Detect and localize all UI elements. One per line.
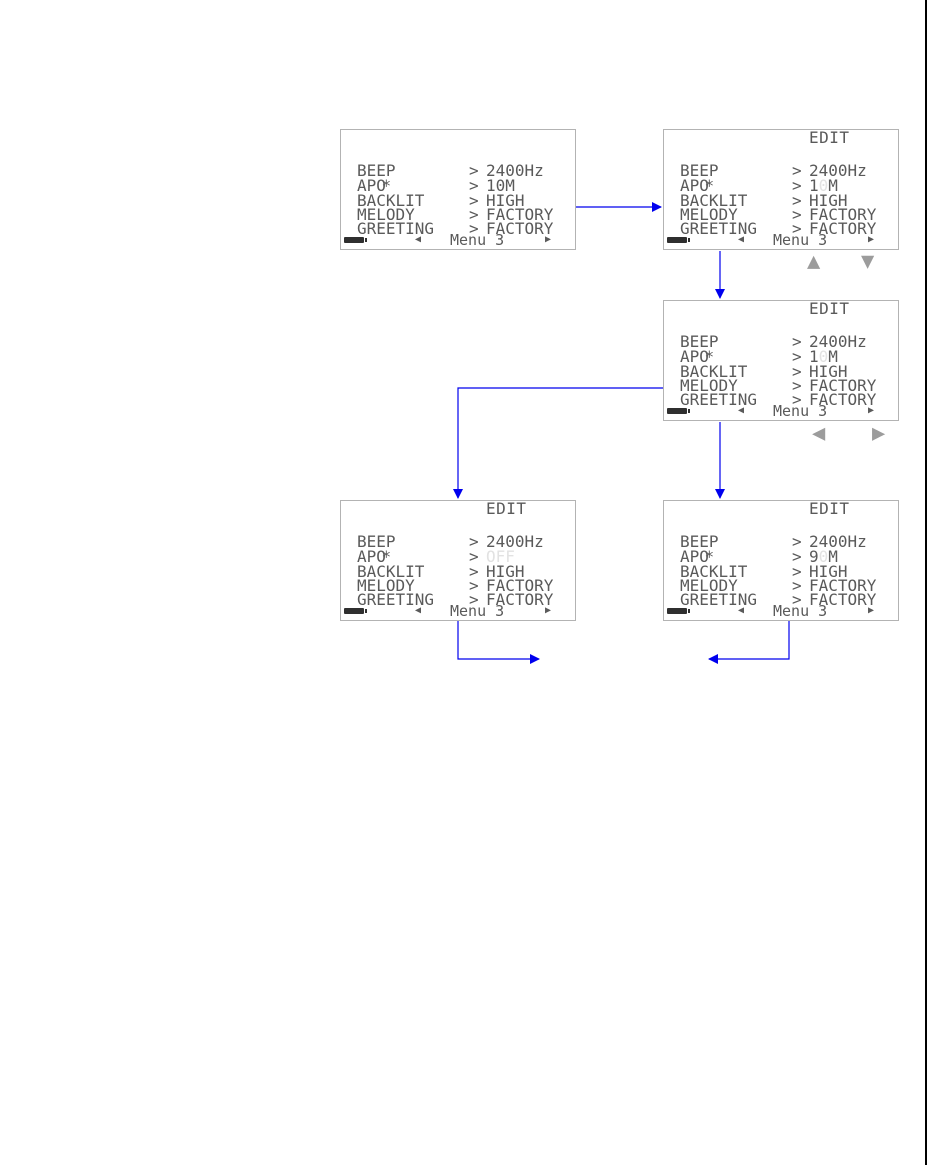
row-greeting: GREETING>FACTORY xyxy=(357,219,554,238)
arrow-to-off xyxy=(453,387,663,499)
row-greeting: GREETING>FACTORY xyxy=(357,590,554,609)
row-greeting: GREETING>FACTORY xyxy=(680,390,877,409)
row-melody: MELODY>FACTORY xyxy=(680,576,877,595)
nav-right-icon: ▶ xyxy=(545,605,552,616)
edit-label: EDIT xyxy=(809,128,850,147)
page-edge-rule xyxy=(925,0,927,1165)
edit-label: EDIT xyxy=(809,299,850,318)
edit-label: EDIT xyxy=(486,499,527,518)
nav-left-icon: ◀ xyxy=(738,605,745,616)
lcd-screen-menu3: BEEP>2400Hz *APO>10M BACKLIT>HIGH MELODY… xyxy=(340,129,576,250)
nav-right-icon: ▶ xyxy=(868,605,875,616)
row-greeting: GREETING>FACTORY xyxy=(680,590,877,609)
row-apo: *APO>10M xyxy=(680,176,838,195)
row-beep: BEEP>2400Hz xyxy=(680,161,867,180)
blinking-digit: 0 xyxy=(818,176,829,195)
row-greeting: GREETING>FACTORY xyxy=(680,219,877,238)
lcd-screen-edit-2: EDIT BEEP>2400Hz *APO>10M BACKLIT>HIGH M… xyxy=(663,300,899,421)
row-beep: BEEP>2400Hz xyxy=(357,532,544,551)
row-melody: MELODY>FACTORY xyxy=(680,205,877,224)
lcd-screen-edit-1: EDIT BEEP>2400Hz *APO>10M BACKLIT>HIGH M… xyxy=(663,129,899,250)
row-apo: *APO>90M xyxy=(680,547,838,566)
up-key-icon: ▲ xyxy=(807,249,821,274)
row-backlit: BACKLIT>HIGH xyxy=(680,191,848,210)
nav-left-icon: ◀ xyxy=(738,234,745,245)
blinking-value: OFF xyxy=(486,547,515,566)
battery-icon xyxy=(667,608,690,614)
left-key-icon: ◀ xyxy=(812,421,826,446)
row-apo: *APO>OFF xyxy=(357,547,515,566)
row-backlit: BACKLIT>HIGH xyxy=(357,191,525,210)
arrow-90m-out xyxy=(708,621,790,664)
row-melody: MELODY>FACTORY xyxy=(357,576,554,595)
screen-footer: ◀ Menu 3 ▶ xyxy=(664,231,900,249)
row-beep: BEEP>2400Hz xyxy=(680,532,867,551)
nav-right-icon: ▶ xyxy=(545,234,552,245)
row-backlit: BACKLIT>HIGH xyxy=(680,562,848,581)
row-backlit: BACKLIT>HIGH xyxy=(680,362,848,381)
nav-left-icon: ◀ xyxy=(738,405,745,416)
battery-icon xyxy=(667,237,690,243)
nav-left-icon: ◀ xyxy=(415,605,422,616)
blinking-digit: 0 xyxy=(818,347,829,366)
down-key-icon: ▼ xyxy=(861,249,875,274)
screen-footer: ◀ Menu 3 ▶ xyxy=(664,602,900,620)
battery-icon xyxy=(344,608,367,614)
lcd-screen-edit-90m: EDIT BEEP>2400Hz *APO>90M BACKLIT>HIGH M… xyxy=(663,500,899,621)
arrow-off-out xyxy=(457,621,540,664)
menu-label: Menu 3 xyxy=(450,602,505,620)
lcd-screen-edit-off: EDIT BEEP>2400Hz *APO>OFF BACKLIT>HIGH M… xyxy=(340,500,576,621)
row-beep: BEEP>2400Hz xyxy=(680,332,867,351)
nav-right-icon: ▶ xyxy=(868,234,875,245)
menu-label: Menu 3 xyxy=(773,602,828,620)
row-backlit: BACKLIT>HIGH xyxy=(357,562,525,581)
row-beep: BEEP>2400Hz xyxy=(357,161,544,180)
screen-footer: ◀ Menu 3 ▶ xyxy=(341,602,577,620)
row-apo: *APO>10M xyxy=(357,176,515,195)
battery-icon xyxy=(667,408,690,414)
nav-left-icon: ◀ xyxy=(415,234,422,245)
battery-icon xyxy=(344,237,367,243)
menu-label: Menu 3 xyxy=(450,231,505,249)
screen-footer: ◀ Menu 3 ▶ xyxy=(341,231,577,249)
screen-footer: ◀ Menu 3 ▶ xyxy=(664,402,900,420)
row-melody: MELODY>FACTORY xyxy=(680,376,877,395)
nav-right-icon: ▶ xyxy=(868,405,875,416)
edit-label: EDIT xyxy=(809,499,850,518)
row-apo: *APO>10M xyxy=(680,347,838,366)
menu-label: Menu 3 xyxy=(773,231,828,249)
row-melody: MELODY>FACTORY xyxy=(357,205,554,224)
right-key-icon: ▶ xyxy=(872,421,886,446)
blinking-digit: 0 xyxy=(818,547,829,566)
menu-label: Menu 3 xyxy=(773,402,828,420)
